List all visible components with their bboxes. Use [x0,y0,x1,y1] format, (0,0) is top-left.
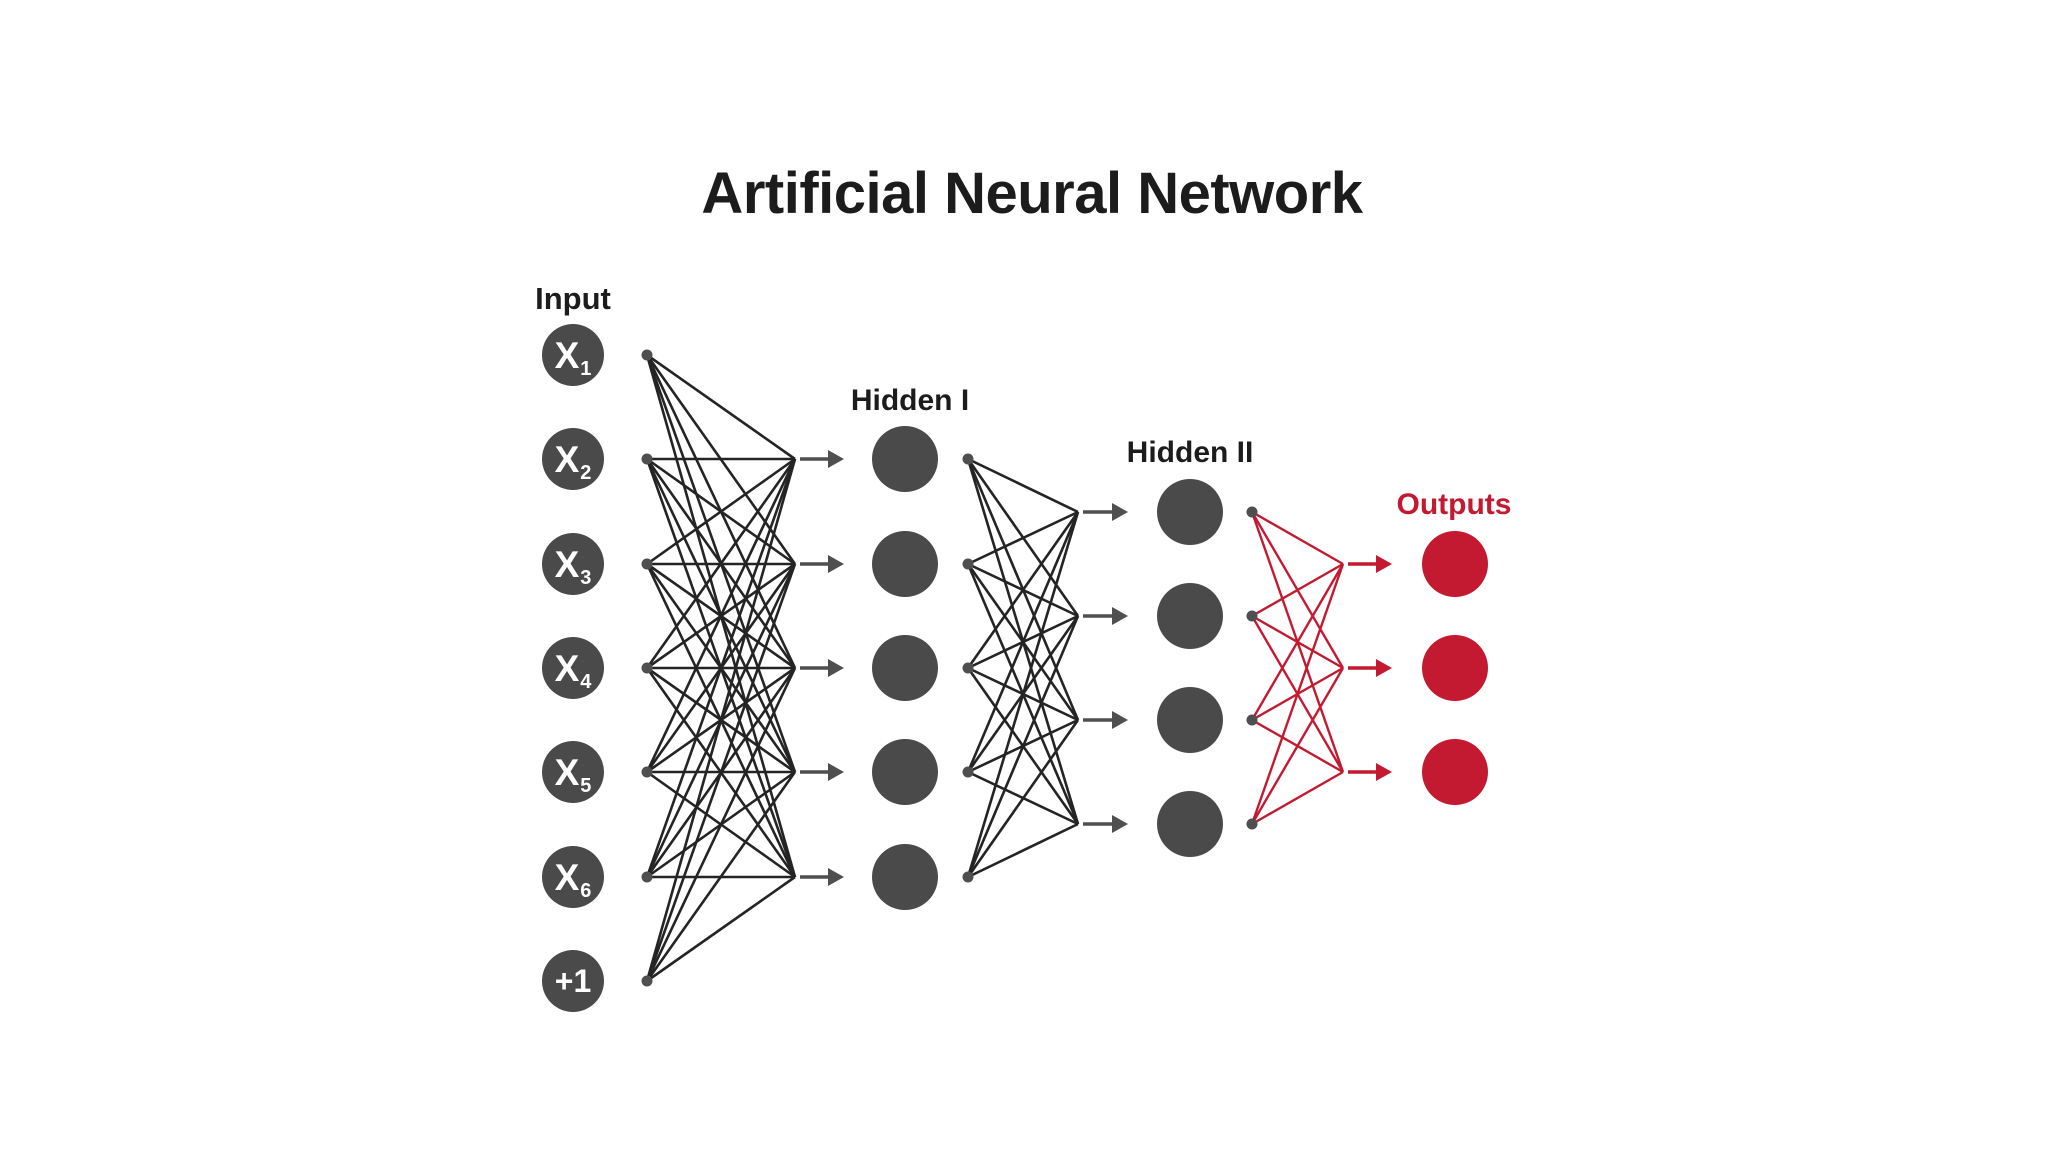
diagram-title: Artificial Neural Network [701,161,1363,226]
connection-hidden2-to-outputs [1250,667,1345,825]
connection-hidden1-to-hidden2 [966,511,1080,773]
layer-label-outputs: Outputs [1396,488,1512,521]
connection-hidden2-to-outputs [1250,563,1345,721]
connection-hidden1-to-hidden2 [966,511,1080,878]
input-node-label-3: X3 [555,544,592,589]
connection-input-to-hidden1 [645,458,797,982]
layer-label-hidden-1: Hidden I [850,384,970,417]
input-node-7 [542,950,604,1012]
arrow-into-hidden2-3-head [1112,711,1128,729]
input-node-label-2: X2 [555,439,592,484]
hidden2-node-2 [1157,583,1223,649]
connection-input-to-hidden1 [645,771,797,982]
hidden2-node-4 [1157,791,1223,857]
arrow-into-hidden2-4-head [1112,815,1128,833]
connection-hidden2-to-outputs [1251,562,1344,618]
hidden1-node-1 [872,426,938,492]
connection-hidden1-to-hidden2 [967,822,1079,879]
hidden1-synapse-dot-1 [962,453,974,465]
hidden1-node-5 [872,844,938,910]
input-node-6 [542,846,604,908]
input-node-3 [542,533,604,595]
arrow-into-hidden1-5-head [828,868,844,886]
hidden1-synapse-dot-2 [962,558,974,570]
input-node-4 [542,637,604,699]
connection-hidden1-to-hidden2 [966,719,1080,878]
output-node-1 [1422,531,1488,597]
hidden2-synapse-dot-1 [1246,506,1258,518]
connection-input-to-hidden1 [646,353,796,461]
input-synapse-dot-3 [641,558,653,570]
arrow-into-hidden1-2-head [828,555,844,573]
hidden2-node-1 [1157,479,1223,545]
arrow-into-hidden2-1-head [1112,503,1128,521]
input-synapse-dot-6 [641,871,653,883]
connection-input-to-hidden1 [645,458,797,773]
input-node-1 [542,324,604,386]
hidden1-synapse-dot-3 [962,662,974,674]
arrow-into-hidden1-1-head [828,450,844,468]
connection-hidden1-to-hidden2 [967,510,1079,566]
connection-hidden1-to-hidden2 [967,457,1079,514]
input-node-label-4: X4 [555,648,593,693]
input-node-2 [542,428,604,490]
layer-label-hidden-2: Hidden II [1126,436,1254,469]
hidden1-node-2 [872,531,938,597]
hidden1-synapse-dot-4 [962,766,974,778]
connection-input-to-hidden1 [645,667,797,982]
arrow-into-output-1-head [1376,555,1392,573]
connection-hidden2-to-outputs [1250,563,1345,825]
hidden2-node-3 [1157,687,1223,753]
input-node-label-6: X6 [555,857,592,902]
connection-input-to-hidden1 [645,458,797,878]
connection-input-to-hidden1 [646,875,796,983]
output-node-3 [1422,739,1488,805]
input-synapse-dot-5 [641,766,653,778]
input-node-label-5: X5 [555,752,592,797]
arrow-into-hidden1-3-head [828,659,844,677]
hidden2-synapse-dot-4 [1246,818,1258,830]
connection-input-to-hidden1 [645,458,797,669]
layer-label-input: Input [535,281,611,316]
arrow-into-hidden2-2-head [1112,607,1128,625]
connection-input-to-hidden1 [645,563,797,982]
hidden2-synapse-dot-2 [1246,610,1258,622]
connection-hidden1-to-hidden2 [966,615,1080,878]
hidden1-synapse-dot-5 [962,871,974,883]
connection-hidden2-to-outputs [1251,510,1344,566]
arrow-into-hidden1-4-head [828,763,844,781]
connection-hidden2-to-outputs [1251,770,1344,826]
connection-hidden1-to-hidden2 [966,511,1080,669]
input-synapse-dot-4 [641,662,653,674]
input-synapse-dot-2 [641,453,653,465]
input-node-5 [542,741,604,803]
hidden2-synapse-dot-3 [1246,714,1258,726]
hidden1-node-4 [872,739,938,805]
input-synapse-dot-1 [641,349,653,361]
arrow-into-output-2-head [1376,659,1392,677]
output-node-2 [1422,635,1488,701]
input-node-label-1: X1 [555,335,592,380]
input-node-label-7: +1 [555,963,591,999]
connection-input-to-hidden1 [646,457,796,566]
hidden1-node-3 [872,635,938,701]
arrow-into-output-3-head [1376,763,1392,781]
input-synapse-dot-7 [641,975,653,987]
